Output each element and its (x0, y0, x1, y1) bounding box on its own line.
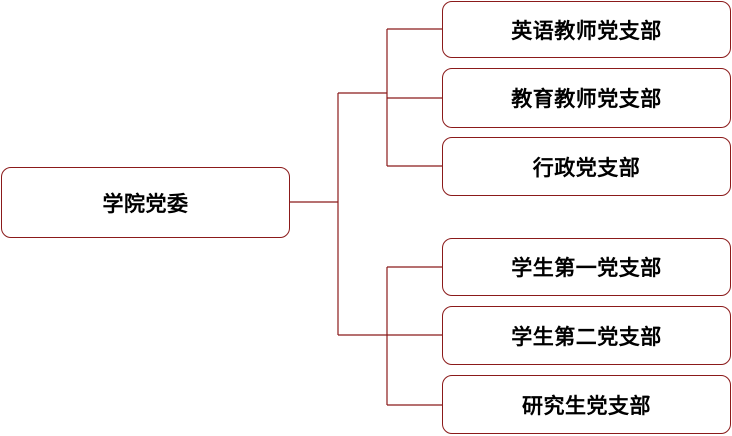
child-node-student-first-branch: 学生第一党支部 (442, 238, 731, 296)
child-node-student-second-branch: 学生第二党支部 (442, 306, 731, 365)
child-node-label: 行政党支部 (532, 155, 641, 180)
child-node-education-teacher-branch: 教育教师党支部 (442, 68, 731, 128)
child-node-label: 学生第一党支部 (511, 256, 662, 280)
child-node-graduate-branch: 研究生党支部 (442, 375, 731, 434)
child-node-label: 教育教师党支部 (511, 87, 662, 111)
root-node-college-party-committee: 学院党委 (1, 167, 290, 238)
child-node-administrative-branch: 行政党支部 (442, 137, 731, 196)
child-node-english-teacher-branch: 英语教师党支部 (442, 1, 731, 58)
child-node-label: 学生第二党支部 (511, 324, 662, 349)
root-node-label: 学院党委 (102, 191, 189, 216)
child-node-label: 英语教师党支部 (511, 18, 662, 43)
child-node-label: 研究生党支部 (522, 393, 651, 418)
